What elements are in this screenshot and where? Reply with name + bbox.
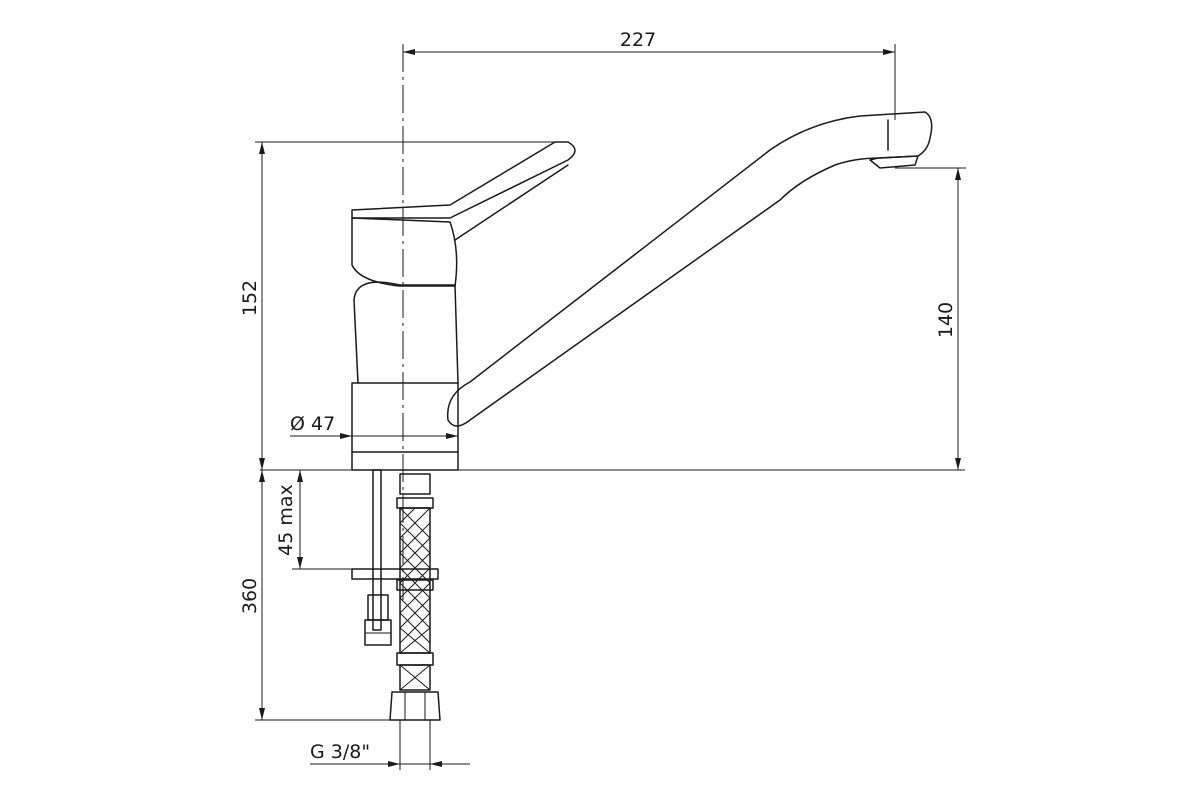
faucet-body: [351, 141, 576, 471]
dimension-reach: 227: [403, 29, 896, 120]
spout: [446, 111, 933, 427]
mounting-rod: [372, 469, 382, 631]
dimension-hose-length: 360: [239, 470, 392, 721]
spout-outline: [446, 111, 933, 427]
faucet-lower-body: [351, 382, 459, 453]
base-diameter-label: Ø 47: [290, 413, 335, 435]
dimension-deck-thickness: 45 max: [275, 470, 352, 570]
lever-handle: [351, 141, 576, 219]
dimension-base-diameter: Ø 47: [290, 413, 458, 439]
aerator: [869, 155, 919, 169]
dimension-total-height: 152: [239, 141, 555, 470]
hose-braid-pattern: [399, 507, 431, 654]
faucet-cartridge-body: [353, 281, 459, 384]
hose-bottom-braid: [399, 664, 431, 691]
deck-thickness-label: 45 max: [275, 484, 297, 556]
dimension-thread: G 3/8": [310, 720, 470, 770]
rod-nut: [367, 594, 389, 621]
hose-collar: [396, 497, 434, 509]
hose-length-label: 360: [239, 578, 261, 614]
hose-bottom-collar: [396, 652, 434, 666]
dimension-spout-height: 140: [895, 167, 966, 470]
thread-label: G 3/8": [310, 741, 370, 763]
hose-mid-collar: [396, 579, 434, 591]
hose-top-ferrule: [399, 473, 431, 495]
spout-height-label: 140: [935, 302, 957, 338]
faucet-base: [351, 451, 459, 471]
lever-handle-underside: [454, 164, 569, 241]
fixing-plate: [351, 568, 439, 580]
reach-label: 227: [620, 29, 656, 51]
hex-nut: [389, 691, 441, 721]
handle-cap: [351, 217, 458, 287]
under-deck-assembly: [351, 469, 441, 721]
total-height-label: 152: [239, 280, 261, 316]
